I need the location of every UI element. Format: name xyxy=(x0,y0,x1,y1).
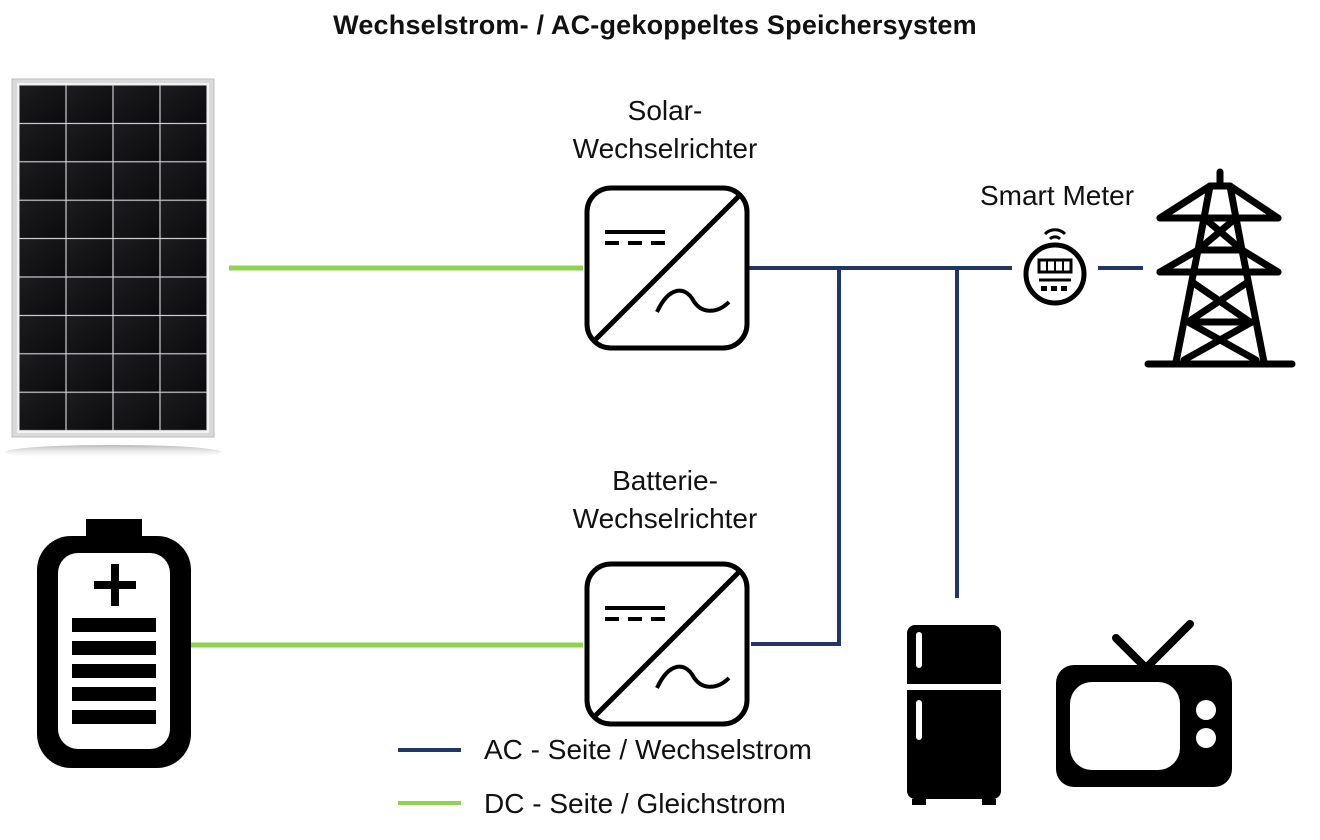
inverter-icon xyxy=(584,561,750,727)
solar-cell xyxy=(113,354,160,392)
solar-cell xyxy=(113,123,160,162)
battery-inverter-label-line1: Batterie- xyxy=(612,465,718,496)
solar-cell xyxy=(66,315,113,354)
solar-cell xyxy=(113,392,160,431)
solar-cell xyxy=(66,277,113,316)
solar-cell xyxy=(19,85,66,123)
solar-inverter-label-line2: Wechselrichter xyxy=(572,133,758,164)
solar-cell xyxy=(66,123,113,162)
solar-cell xyxy=(113,162,160,200)
dc-wires xyxy=(190,265,583,648)
tv-icon xyxy=(1056,620,1232,787)
solar-cell xyxy=(160,315,207,354)
legend-ac-label: AC - Seite / Wechselstrom xyxy=(484,734,812,765)
solar-cell xyxy=(160,277,207,316)
legend-dc-label: DC - Seite / Gleichstrom xyxy=(484,788,786,819)
solar-cell xyxy=(19,200,66,239)
solar-cell xyxy=(66,162,113,200)
battery-icon xyxy=(37,519,191,768)
solar-cell xyxy=(19,315,66,354)
solar-cell xyxy=(66,354,113,392)
solar-panel-icon xyxy=(5,78,221,459)
solar-cell xyxy=(19,354,66,392)
solar-cell xyxy=(160,200,207,239)
solar-inverter-label-line1: Solar- xyxy=(627,95,703,126)
solar-cell xyxy=(160,392,207,431)
battery-inverter-label: Batterie- Wechselrichter xyxy=(560,462,770,538)
solar-cell xyxy=(66,392,113,431)
ac-wires xyxy=(749,266,1143,646)
solar-cell xyxy=(160,354,207,392)
solar-cell xyxy=(160,85,207,123)
solar-cell xyxy=(19,277,66,316)
solar-cell xyxy=(66,239,113,277)
solar-cell xyxy=(19,239,66,277)
solar-cell xyxy=(160,162,207,200)
battery-inverter-label-line2: Wechselrichter xyxy=(572,503,758,534)
solar-inverter-label: Solar- Wechselrichter xyxy=(560,92,770,168)
solar-cell xyxy=(66,200,113,239)
solar-cell xyxy=(19,162,66,200)
fridge-icon xyxy=(904,625,1004,805)
solar-cell xyxy=(160,239,207,277)
solar-cell xyxy=(160,123,207,162)
solar-cell xyxy=(113,200,160,239)
diagram-title: Wechselstrom- / AC-gekoppeltes Speichers… xyxy=(333,10,977,40)
solar-cell xyxy=(113,85,160,123)
solar-cell xyxy=(113,277,160,316)
inverter-icon xyxy=(584,185,750,351)
solar-cell xyxy=(19,123,66,162)
solar-cell xyxy=(66,85,113,123)
power-pylon-icon xyxy=(1144,168,1296,368)
ac-wire-battery xyxy=(751,268,841,646)
solar-cell xyxy=(19,392,66,431)
smart-meter-label: Smart Meter xyxy=(979,180,1135,211)
solar-cell xyxy=(113,315,160,354)
solar-cell xyxy=(113,239,160,277)
smart-meter-icon xyxy=(1023,228,1087,306)
